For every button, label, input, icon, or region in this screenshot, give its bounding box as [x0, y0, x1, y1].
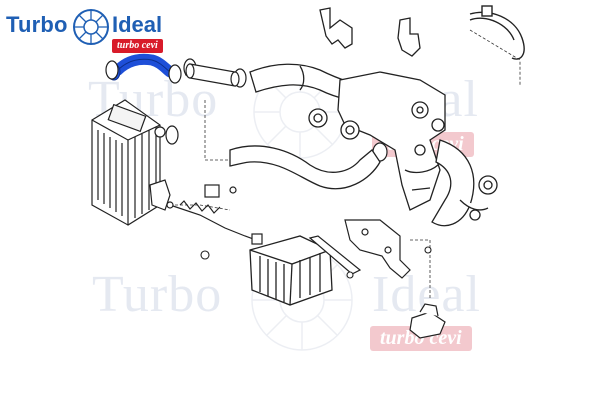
engine-housing	[308, 71, 446, 211]
bracket-top-center	[319, 7, 421, 57]
support-rod	[308, 235, 362, 275]
air-box	[249, 235, 333, 306]
logo-word-turbo: Turbo	[6, 12, 68, 37]
logo-badge: turbo cevi	[112, 39, 163, 53]
lower-hose	[229, 145, 381, 190]
ring-clamp	[469, 5, 525, 60]
brand-logo: Turbo Ideal turbo cevi	[6, 6, 176, 56]
turbine-wheel-icon	[73, 9, 109, 45]
intercooler	[91, 99, 166, 226]
bolts	[200, 246, 432, 279]
sensor-cable	[166, 200, 263, 245]
turbo-elbow	[431, 139, 498, 227]
small-clip	[409, 303, 446, 339]
logo-word-ideal: Ideal	[112, 12, 163, 37]
short-pipe	[185, 63, 240, 87]
bracket-right	[344, 219, 411, 279]
small-bracket-left	[149, 179, 237, 211]
